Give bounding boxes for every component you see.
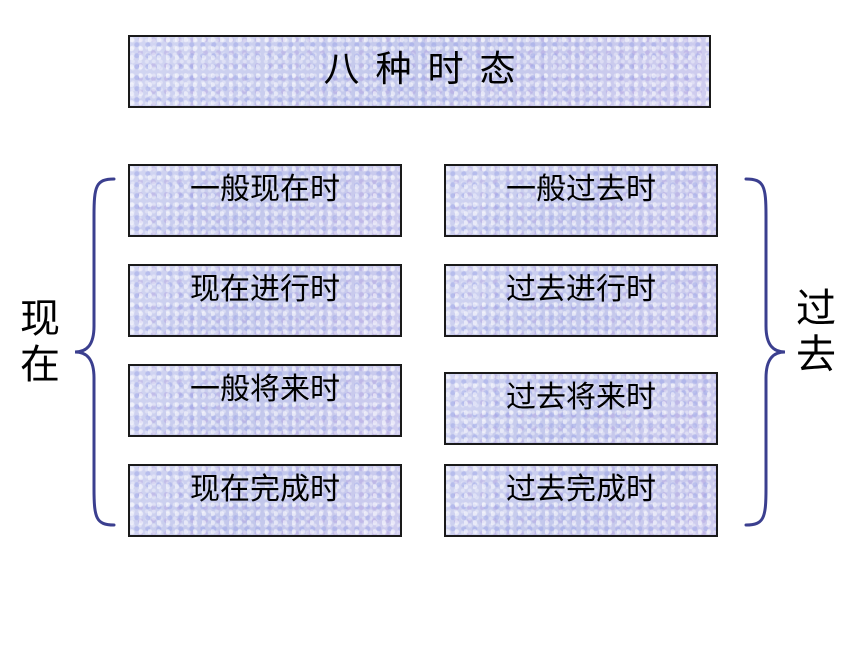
tense-box-past-perfect: 过去完成时 <box>444 464 718 537</box>
tense-box-past-simple: 一般过去时 <box>444 164 718 237</box>
tense-box-present-perfect: 现在完成时 <box>128 464 402 537</box>
tense-box-present-continuous: 现在进行时 <box>128 264 402 337</box>
right-brace <box>744 177 786 527</box>
left-brace <box>74 177 116 527</box>
tense-box-present-simple: 一般现在时 <box>128 164 402 237</box>
tense-box-simple-future: 一般将来时 <box>128 364 402 437</box>
page-title: 八种时态 <box>128 35 711 108</box>
tense-box-future-in-past: 过去将来时 <box>444 372 718 445</box>
present-label: 现在 <box>20 296 60 388</box>
tense-box-past-continuous: 过去进行时 <box>444 264 718 337</box>
past-label: 过去 <box>796 286 836 378</box>
